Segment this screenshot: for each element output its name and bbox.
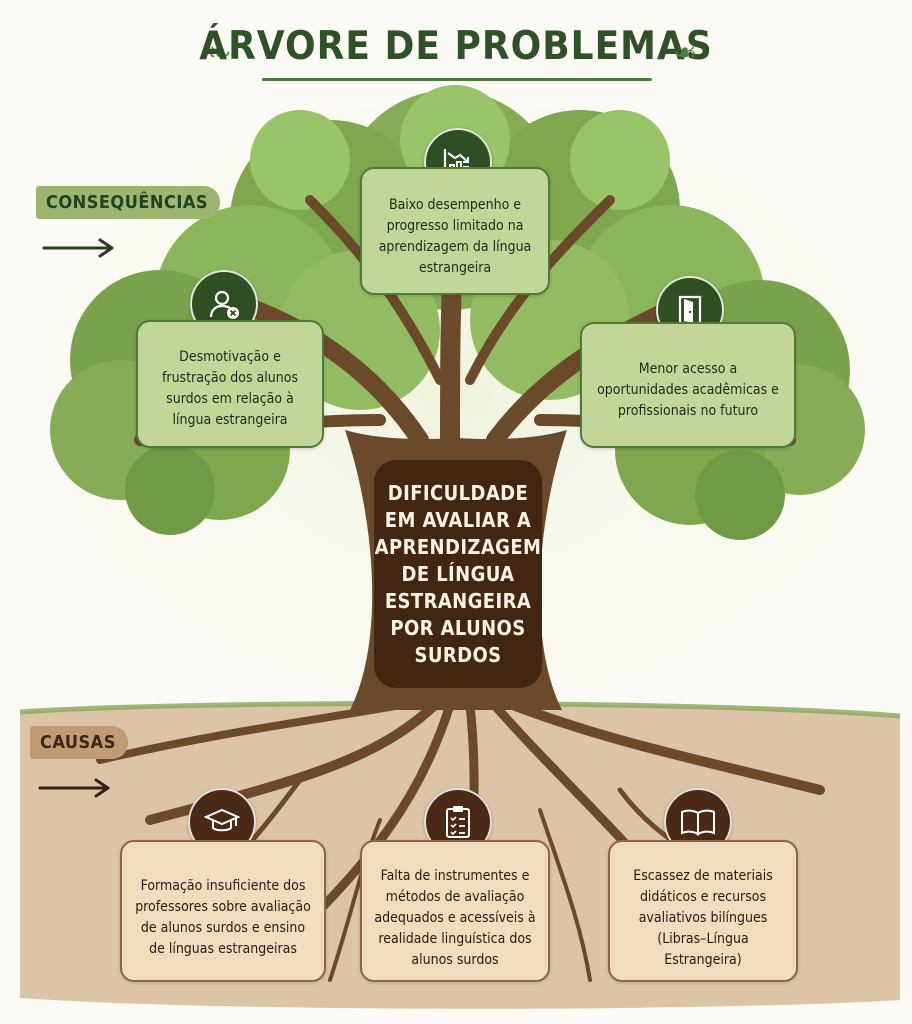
cause-card-bilingual-materials: Escassez de materiais didáticos e recurs… xyxy=(608,840,798,982)
consequences-banner: CONSEQUÊNCIAS xyxy=(36,186,221,219)
consequence-text: Desmotivação e frustração dos alunos sur… xyxy=(161,349,299,428)
page-title: ÁRVORE DE PROBLEMAS xyxy=(199,24,713,69)
cause-text: Falta de instrumentes e métodos de avali… xyxy=(374,867,536,968)
causes-arrow-icon xyxy=(38,778,110,798)
right-leaf-ornament-icon: ❧ xyxy=(674,36,698,69)
left-leaf-ornament-icon: ❧ xyxy=(208,36,232,69)
consequence-card-opportunities: Menor acesso a oportunidades acadêmicas … xyxy=(580,322,796,448)
cause-card-teacher-training: Formação insuficiente dos professores so… xyxy=(120,840,326,982)
title-container: ÁRVORE DE PROBLEMAS xyxy=(0,24,912,69)
consequences-arrow-icon xyxy=(42,238,114,258)
cause-text: Formação insuficiente dos professores so… xyxy=(135,878,311,957)
title-underline xyxy=(262,78,652,81)
consequence-text: Menor acesso a oportunidades acadêmicas … xyxy=(597,360,779,419)
consequence-card-performance: Baixo desempenho e progresso limitado na… xyxy=(360,167,550,295)
consequence-text: Baixo desempenho e progresso limitado na… xyxy=(378,197,532,276)
central-problem-label: DIFICULDADE EM AVALIAR A APRENDIZAGEM DE… xyxy=(374,460,542,688)
consequence-card-motivation: Desmotivação e frustração dos alunos sur… xyxy=(136,320,324,448)
causes-banner: CAUSAS xyxy=(30,726,128,759)
cause-text: Escassez de materiais didáticos e recurs… xyxy=(633,867,773,968)
cause-card-assessment-tools: Falta de instrumentes e métodos de avali… xyxy=(360,840,550,982)
